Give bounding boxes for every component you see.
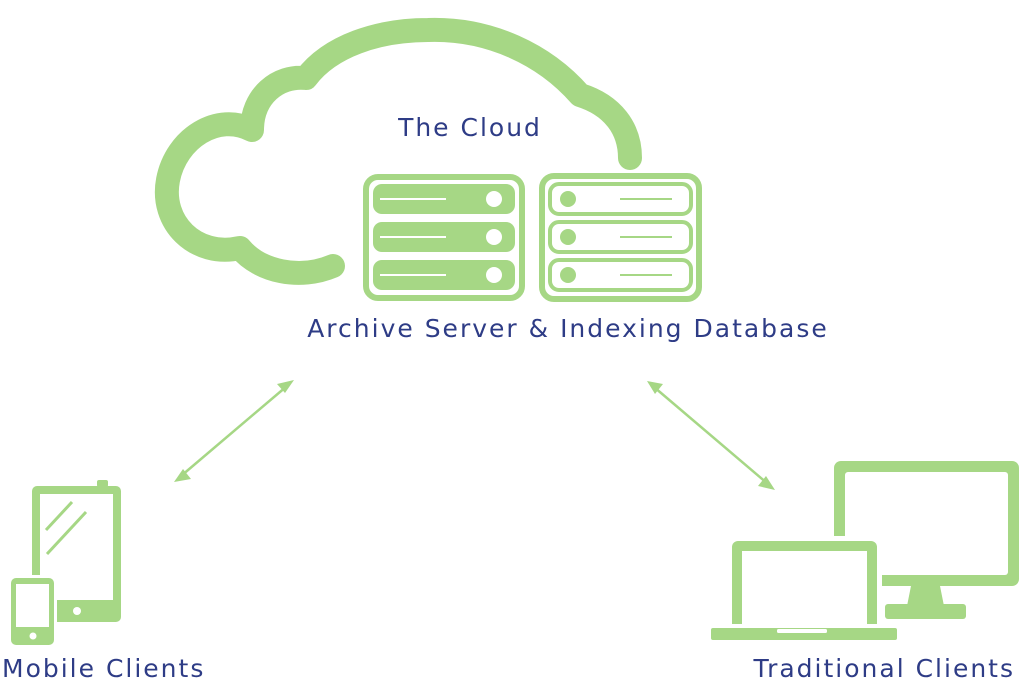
server-rack-right-icon (539, 173, 702, 302)
traditional-clients-label: Traditional Clients (752, 654, 1015, 683)
phone-icon (8, 575, 57, 648)
cloud-icon (154, 17, 642, 285)
cloud-label: The Cloud (397, 113, 542, 142)
server-rack-left-icon (363, 174, 525, 301)
arrow-server-traditional-icon (647, 381, 775, 490)
arrow-server-mobile-icon (174, 380, 294, 482)
server-label: Archive Server & Indexing Database (307, 314, 829, 343)
mobile-clients-label: Mobile Clients (2, 654, 205, 683)
laptop-icon (706, 536, 902, 644)
